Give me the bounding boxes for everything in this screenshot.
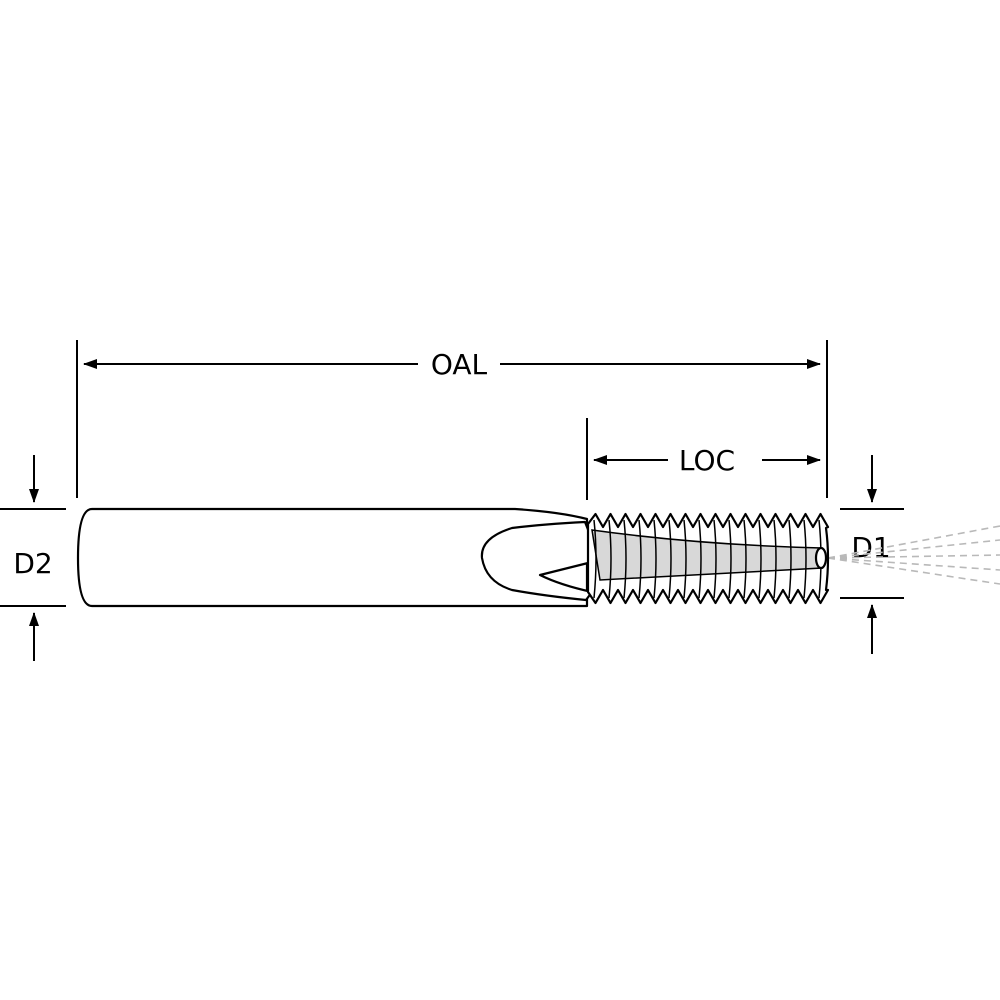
d1-dimension: D1 — [840, 455, 904, 654]
thread-crest-line — [623, 519, 627, 599]
thread-crest-line — [803, 519, 807, 599]
thread-crest-line — [773, 519, 777, 599]
thread-crest-line — [683, 519, 687, 599]
tool-shank — [76, 507, 589, 608]
thread-crest-line — [608, 519, 612, 599]
thread-crest-line — [788, 519, 792, 599]
tool-tip — [814, 546, 828, 570]
thread-crest-line — [698, 519, 702, 599]
loc-dimension: LOC — [586, 418, 821, 500]
thread-crest-line — [713, 519, 717, 599]
thread-crest-line — [638, 519, 642, 599]
thread-crest-line — [668, 519, 672, 599]
thread-crest-line — [758, 519, 762, 599]
thread-crest-line — [743, 519, 747, 599]
flute-scoop — [480, 520, 602, 602]
thread-mill-tool — [76, 507, 830, 608]
d1-label: D1 — [851, 531, 890, 564]
oal-label: OAL — [431, 348, 488, 381]
thread-crest-line — [728, 519, 732, 599]
thread-section — [586, 512, 830, 605]
oal-dimension: OAL — [76, 340, 828, 498]
tip-centerline-rays — [827, 525, 1000, 585]
d2-label: D2 — [13, 547, 52, 580]
loc-label: LOC — [679, 444, 735, 477]
d2-dimension: D2 — [0, 455, 66, 661]
thread-crest-line — [653, 519, 657, 599]
thread-crest-line — [593, 519, 597, 599]
